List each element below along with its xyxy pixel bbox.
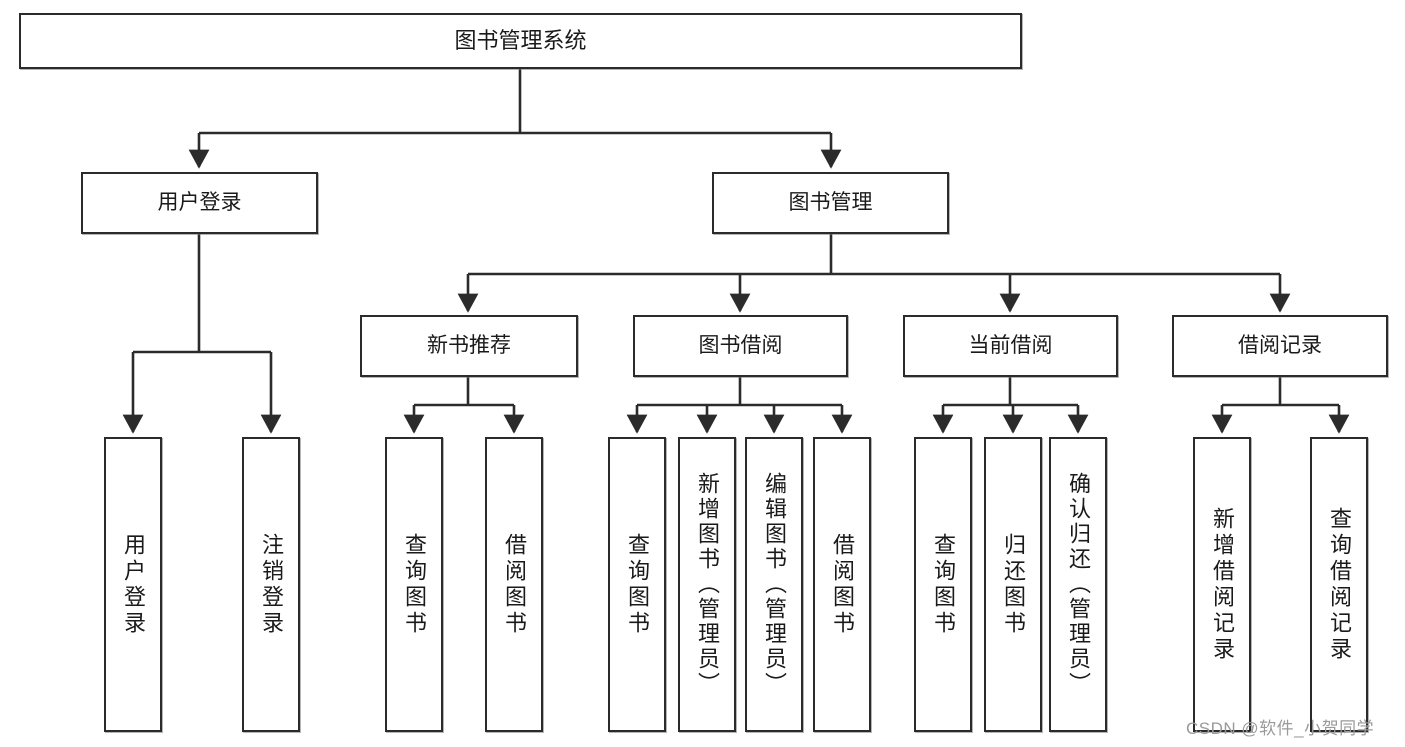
node-label: 查询图书 <box>402 532 427 637</box>
leaf-add-book-admin[interactable]: 新增图书（管理员） <box>678 437 736 732</box>
node-label: 当前借阅 <box>968 333 1053 357</box>
leaf-return-book[interactable]: 归还图书 <box>984 437 1042 732</box>
node-new-book-recommend[interactable]: 新书推荐 <box>360 315 578 377</box>
node-label: 归还图书 <box>1001 532 1026 637</box>
node-label: 借阅图书 <box>830 532 855 637</box>
node-label: 新书推荐 <box>427 333 511 357</box>
node-label: 图书管理 <box>788 190 873 214</box>
leaf-query-book-borrow[interactable]: 查询图书 <box>608 437 666 732</box>
node-book-management[interactable]: 图书管理 <box>712 172 949 234</box>
node-label: 编辑图书（管理员） <box>762 472 787 697</box>
leaf-confirm-return-admin[interactable]: 确认归还（管理员） <box>1049 437 1107 732</box>
node-root-system[interactable]: 图书管理系统 <box>19 13 1022 69</box>
node-label: 图书借阅 <box>698 333 783 357</box>
node-label: 借阅记录 <box>1238 333 1322 357</box>
node-user-login[interactable]: 用户登录 <box>81 172 318 234</box>
leaf-borrow-book[interactable]: 借阅图书 <box>813 437 871 732</box>
leaf-logout[interactable]: 注销登录 <box>242 437 300 732</box>
node-label: 确认归还（管理员） <box>1066 472 1091 697</box>
node-label: 图书管理系统 <box>454 28 587 54</box>
node-current-borrow[interactable]: 当前借阅 <box>903 315 1118 377</box>
leaf-borrow-book-recommend[interactable]: 借阅图书 <box>485 437 543 732</box>
node-borrow-record[interactable]: 借阅记录 <box>1172 315 1388 377</box>
node-label: 借阅图书 <box>502 532 527 637</box>
leaf-edit-book-admin[interactable]: 编辑图书（管理员） <box>745 437 803 732</box>
node-label: 用户登录 <box>121 532 146 637</box>
leaf-query-book-recommend[interactable]: 查询图书 <box>385 437 443 732</box>
node-label: 查询借阅记录 <box>1327 506 1352 663</box>
node-label: 新增图书（管理员） <box>695 472 720 697</box>
node-label: 新增借阅记录 <box>1210 506 1235 663</box>
watermark-text: CSDN @软件_小贺同学 <box>1186 719 1375 738</box>
leaf-add-borrow-record[interactable]: 新增借阅记录 <box>1193 437 1251 732</box>
node-label: 注销登录 <box>259 532 284 637</box>
node-label: 查询图书 <box>625 532 650 637</box>
node-book-borrow[interactable]: 图书借阅 <box>633 315 848 377</box>
leaf-user-login[interactable]: 用户登录 <box>104 437 162 732</box>
node-label: 查询图书 <box>931 532 956 637</box>
node-label: 用户登录 <box>157 190 242 214</box>
leaf-query-borrow-record[interactable]: 查询借阅记录 <box>1310 437 1368 732</box>
leaf-query-book-current[interactable]: 查询图书 <box>914 437 972 732</box>
